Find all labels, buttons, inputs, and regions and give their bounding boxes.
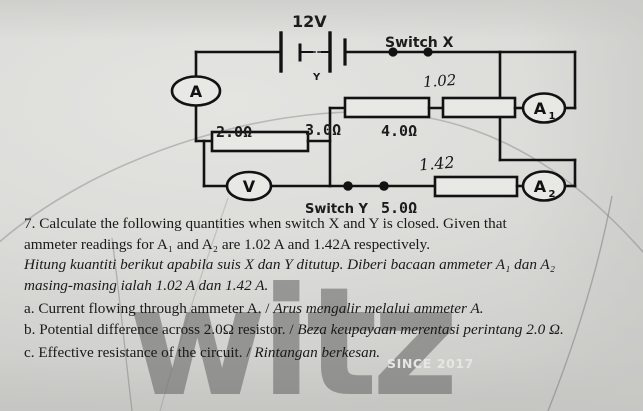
- svg-text:V: V: [243, 177, 256, 196]
- watermark-tagline: SINCE 2017: [387, 356, 474, 371]
- switch-x-contact-left: [388, 47, 398, 57]
- part-a-separator: /: [265, 300, 270, 318]
- circuit-diagram: A V A 1 A 2 12V Switch X Y 2.0Ω: [170, 12, 577, 217]
- question-part-b: b. Potential difference across 2.0Ω resi…: [24, 320, 636, 341]
- ammeter-A1-symbol: A 1: [521, 92, 567, 124]
- part-b-separator: /: [289, 320, 294, 338]
- question-stem-ms-line2: masing-masing ialah 1.02 A dan 1.42 A.: [24, 276, 269, 294]
- svg-text:A: A: [190, 82, 203, 101]
- resistor-5ohm-label: 5.0Ω: [381, 199, 418, 217]
- question-part-a: a. Current flowing through ammeter A. / …: [24, 299, 636, 320]
- part-a-marker: a.: [24, 300, 35, 318]
- part-c-ms: Rintangan berkesan.: [254, 343, 381, 361]
- resistor-3ohm-label: 3.0Ω: [305, 121, 342, 139]
- switch-y-contact-right: [379, 181, 389, 191]
- handwritten-note-a2: 1.42: [418, 152, 456, 175]
- part-c-en: Effective resistance of the circuit.: [38, 343, 243, 361]
- switch-x-contact-right: [423, 47, 433, 57]
- part-b-ms: Beza keupayaan merentasi perintang 2.0 Ω…: [297, 320, 564, 338]
- part-a-ms: Arus mengalir melalui ammeter A.: [273, 300, 484, 318]
- voltmeter-V-symbol: V: [225, 170, 273, 202]
- question-stem-ms-line1: Hitung kuantiti berikut apabila suis X d…: [24, 256, 555, 274]
- switch-x-label: Switch X: [385, 35, 454, 51]
- part-c-marker: c.: [24, 343, 35, 361]
- svg-text:A: A: [534, 99, 547, 118]
- part-b-en: Potential difference across 2.0Ω resisto…: [39, 320, 286, 338]
- svg-text:1: 1: [549, 111, 556, 122]
- switch-y-label: Switch Y: [305, 202, 368, 217]
- switch-y-contact-left: [343, 181, 353, 191]
- circuit-svg: A V A 1 A 2: [170, 31, 577, 202]
- svg-text:A: A: [534, 177, 547, 196]
- handwritten-note-a1: 1.02: [422, 70, 457, 92]
- ammeter-A2-symbol: A 2: [521, 170, 567, 202]
- part-a-en: Current flowing through ammeter A.: [38, 300, 262, 318]
- paper-shading-right: [523, 0, 643, 411]
- node-y-label: Y: [313, 72, 321, 83]
- ammeter-A-symbol: A: [170, 75, 222, 107]
- question-part-c: c. Effective resistance of the circuit. …: [24, 343, 636, 364]
- part-c-separator: /: [246, 343, 251, 361]
- resistor-4ohm-label: 4.0Ω: [381, 122, 418, 140]
- question-text-block: 7. Calculate the following quantities wh…: [24, 214, 636, 363]
- resistor-2ohm-label: 2.0Ω: [216, 123, 253, 141]
- question-stem-en-line1: 7. Calculate the following quantities wh…: [24, 215, 507, 232]
- part-b-marker: b.: [24, 320, 36, 338]
- svg-text:2: 2: [549, 189, 556, 200]
- battery-voltage-label: 12V: [292, 12, 327, 31]
- question-stem-en-line2: ammeter readings for A₁ and A₂ are 1.02 …: [24, 235, 431, 253]
